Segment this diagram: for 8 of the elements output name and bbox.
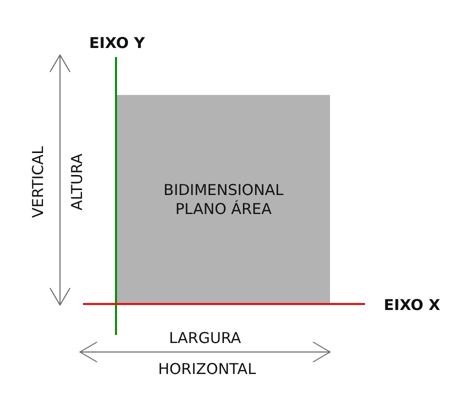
dimension-label: ALTURA bbox=[68, 154, 86, 210]
dimension-label: VERTICAL bbox=[29, 146, 47, 218]
axis-label: EIXO X bbox=[384, 296, 440, 314]
axis-label: EIXO Y bbox=[89, 34, 145, 52]
area-text: BIDIMENSIONAL PLANO ÁREA bbox=[162, 180, 284, 218]
area-square bbox=[117, 95, 330, 304]
dimension-label: HORIZONTAL bbox=[158, 360, 256, 378]
dimension-label: LARGURA bbox=[168, 329, 242, 347]
